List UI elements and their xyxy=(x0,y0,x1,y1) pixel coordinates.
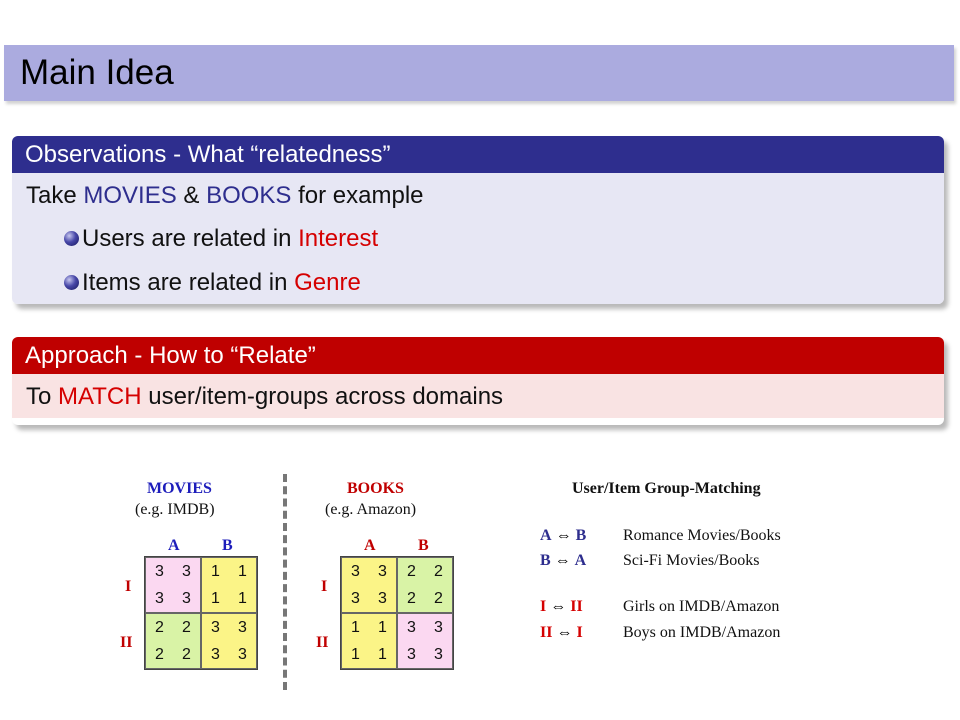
matching-row: II ⇔ I xyxy=(540,624,583,642)
match-right: I xyxy=(576,624,583,641)
matching-desc: Sci-Fi Movies/Books xyxy=(623,552,760,569)
example-prefix: Take xyxy=(26,182,84,209)
matching-row: A ⇔ B xyxy=(540,527,586,545)
page-title: Main Idea xyxy=(20,53,174,92)
bullet-text: Users are related in xyxy=(82,225,299,252)
movies-row-ii: II xyxy=(120,634,133,651)
matching-row: B ⇔ A xyxy=(540,552,586,570)
match-right: A xyxy=(574,552,587,569)
movies-subtitle: (e.g. IMDB) xyxy=(135,501,215,518)
observations-block: Observations - What “relatedness” Take M… xyxy=(12,136,944,304)
books-subtitle: (e.g. Amazon) xyxy=(325,501,417,518)
observations-body: Take MOVIES & BOOKS for example Users ar… xyxy=(12,173,944,304)
observations-header: Observations - What “relatedness” xyxy=(12,136,944,173)
movies-col-b: B xyxy=(222,537,233,554)
books-col-a: A xyxy=(364,537,376,554)
bullet-ball-icon xyxy=(64,231,79,246)
double-arrow-icon: ⇔ xyxy=(550,598,567,615)
bullet-highlight: Interest xyxy=(298,225,379,252)
bullet-text: Items are related in xyxy=(82,269,295,296)
approach-header: Approach - How to “Relate” xyxy=(12,337,944,374)
approach-block: Approach - How to “Relate” To MATCH user… xyxy=(12,337,944,425)
matching-row: I ⇔ II xyxy=(540,598,583,616)
title-bar: Main Idea xyxy=(4,45,954,101)
matching-desc: Girls on IMDB/Amazon xyxy=(623,598,780,615)
match-right: B xyxy=(575,527,587,544)
books-row-i: I xyxy=(321,578,328,595)
books-col-b: B xyxy=(418,537,429,554)
movies-row-i: I xyxy=(125,578,132,595)
match-word: MATCH xyxy=(58,383,142,410)
example-suffix: for example xyxy=(291,182,424,209)
approach-line: To MATCH user/item-groups across domains xyxy=(26,374,944,418)
match-left: B xyxy=(540,552,551,569)
movies-col-a: A xyxy=(168,537,180,554)
movies-word: MOVIES xyxy=(83,182,177,209)
bullet-highlight: Genre xyxy=(294,269,361,296)
match-left: I xyxy=(540,598,547,615)
bullet-item-items: Items are related in Genre xyxy=(26,261,944,304)
double-arrow-icon: ⇔ xyxy=(555,527,572,544)
matching-title: User/Item Group-Matching xyxy=(572,480,761,497)
match-left: II xyxy=(540,624,553,641)
approach-body: To MATCH user/item-groups across domains xyxy=(12,374,944,418)
double-arrow-icon: ⇔ xyxy=(556,624,573,641)
match-left: A xyxy=(540,527,552,544)
matching-desc: Romance Movies/Books xyxy=(623,527,781,544)
books-caption: BOOKS xyxy=(347,480,404,497)
approach-suffix: user/item-groups across domains xyxy=(141,383,504,410)
double-arrow-icon: ⇔ xyxy=(554,552,571,569)
books-row-ii: II xyxy=(316,634,329,651)
ampersand: & xyxy=(176,182,207,209)
matching-desc: Boys on IMDB/Amazon xyxy=(623,624,781,641)
movies-caption: MOVIES xyxy=(147,480,212,497)
dashed-divider xyxy=(283,474,287,690)
books-word: BOOKS xyxy=(206,182,292,209)
bullet-item-users: Users are related in Interest xyxy=(26,217,944,261)
bullet-ball-icon xyxy=(64,275,79,290)
example-line: Take MOVIES & BOOKS for example xyxy=(26,173,944,217)
approach-prefix: To xyxy=(26,383,59,410)
match-right: II xyxy=(570,598,583,615)
